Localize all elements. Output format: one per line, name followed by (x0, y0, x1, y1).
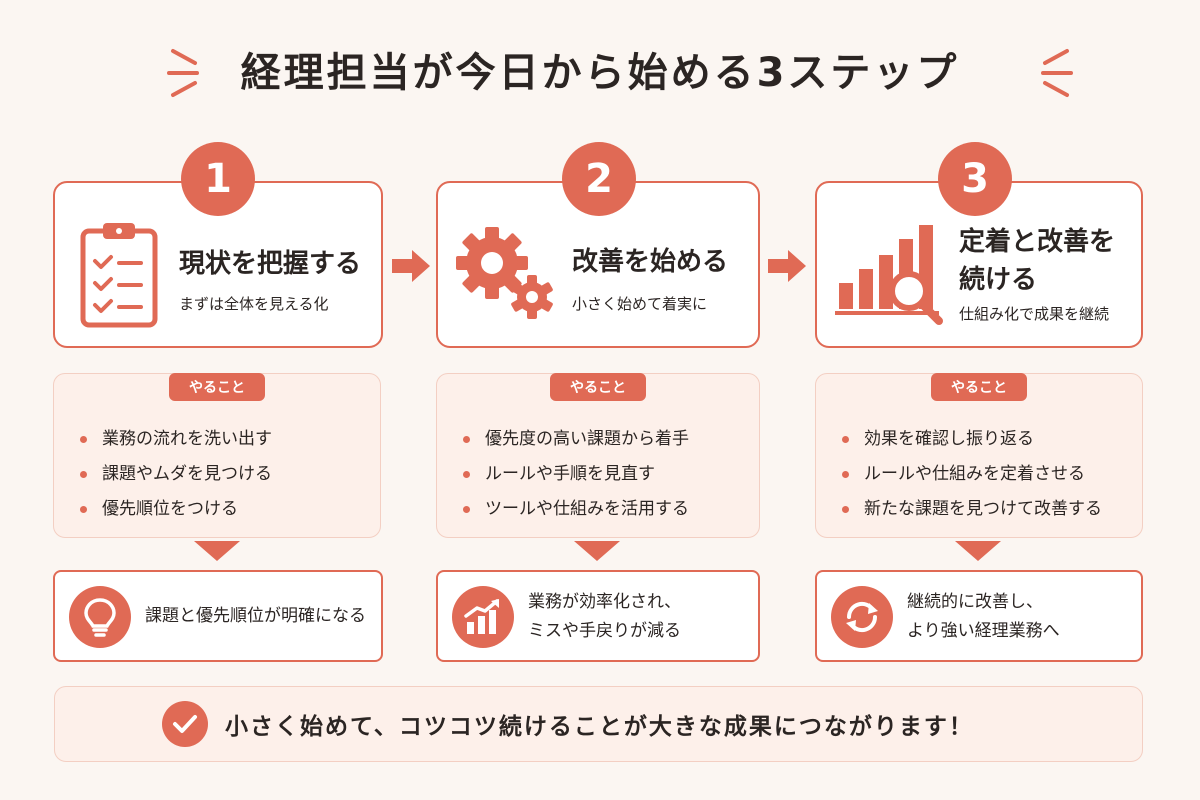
result-line: より強い経理業務へ (907, 621, 1060, 641)
todo-item: 課題やムダを見つける (80, 457, 272, 492)
down-arrow-icon (194, 541, 240, 561)
arrow-right-icon (768, 250, 806, 282)
bottom-message: 小さく始めて、コツコツ続けることが大きな成果につながります！ (225, 714, 974, 740)
step-1-result-text: 課題と優先順位が明確になる (145, 602, 366, 631)
step-3-heading: 定着と改善を 続ける (959, 223, 1115, 299)
lightbulb-icon (69, 586, 131, 648)
todo-item: 新たな課題を見つけて改善する (842, 492, 1102, 527)
result-line: 業務が効率化され、 (528, 592, 682, 612)
todo-item: 優先度の高い課題から着手 (463, 422, 689, 457)
todo-list: 効果を確認し振り返る ルールや仕組みを定着させる 新たな課題を見つけて改善する (842, 422, 1102, 527)
todo-label: やること (169, 373, 265, 401)
bottom-message-box: 小さく始めて、コツコツ続けることが大きな成果につながります！ (54, 686, 1143, 762)
step-2-result-card: 業務が効率化され、 ミスや手戻りが減る (436, 570, 760, 662)
todo-item: 業務の流れを洗い出す (80, 422, 272, 457)
page-title: 経理担当が今日から始める3ステップ (240, 50, 960, 96)
step-1-number: 1 (181, 142, 255, 216)
down-arrow-icon (955, 541, 1001, 561)
step-3-heading-line-2: 続ける (959, 265, 1038, 295)
right-accent-icon (1041, 49, 1073, 97)
step-3-heading-line-1: 定着と改善を (959, 227, 1116, 257)
step-2-todo-box: やること 優先度の高い課題から着手 ルールや手順を見直す ツールや仕組みを活用す… (436, 373, 760, 538)
step-1-todo-box: やること 業務の流れを洗い出す 課題やムダを見つける 優先順位をつける (53, 373, 381, 538)
todo-list: 業務の流れを洗い出す 課題やムダを見つける 優先順位をつける (80, 422, 272, 527)
todo-item: 優先順位をつける (80, 492, 272, 527)
todo-item: ツールや仕組みを活用する (463, 492, 689, 527)
todo-item: ルールや手順を見直す (463, 457, 689, 492)
left-accent-icon (167, 49, 199, 97)
arrow-right-icon (392, 250, 430, 282)
step-3-todo-box: やること 効果を確認し振り返る ルールや仕組みを定着させる 新たな課題を見つけて… (815, 373, 1143, 538)
step-1-subtitle: まずは全体を見える化 (179, 295, 329, 313)
check-circle-icon (162, 701, 208, 747)
cycle-arrows-icon (831, 586, 893, 648)
todo-item: 効果を確認し振り返る (842, 422, 1102, 457)
growth-chart-icon (452, 586, 514, 648)
gears-icon (456, 227, 553, 319)
chart-magnifier-icon (835, 225, 943, 325)
step-2-card: 改善を始める 小さく始めて着実に (436, 181, 760, 348)
todo-label: やること (550, 373, 646, 401)
step-3-subtitle: 仕組み化で成果を継続 (959, 305, 1110, 323)
result-line: 継続的に改善し、 (907, 592, 1043, 612)
step-3-number: 3 (938, 142, 1012, 216)
clipboard-checklist-icon (80, 223, 158, 328)
result-line: 課題と優先順位が明確になる (145, 606, 366, 626)
step-2-subtitle: 小さく始めて着実に (572, 295, 708, 313)
todo-item: ルールや仕組みを定着させる (842, 457, 1102, 492)
step-3-result-text: 継続的に改善し、 より強い経理業務へ (907, 588, 1060, 646)
down-arrow-icon (574, 541, 620, 561)
step-2-heading: 改善を始める (572, 247, 729, 277)
todo-list: 優先度の高い課題から着手 ルールや手順を見直す ツールや仕組みを活用する (463, 422, 689, 527)
step-3-result-card: 継続的に改善し、 より強い経理業務へ (815, 570, 1143, 662)
result-line: ミスや手戻りが減る (528, 621, 681, 641)
step-1-heading: 現状を把握する (179, 249, 362, 279)
todo-label: やること (931, 373, 1027, 401)
step-2-number: 2 (562, 142, 636, 216)
step-2-result-text: 業務が効率化され、 ミスや手戻りが減る (528, 588, 681, 646)
step-1-result-card: 課題と優先順位が明確になる (53, 570, 383, 662)
